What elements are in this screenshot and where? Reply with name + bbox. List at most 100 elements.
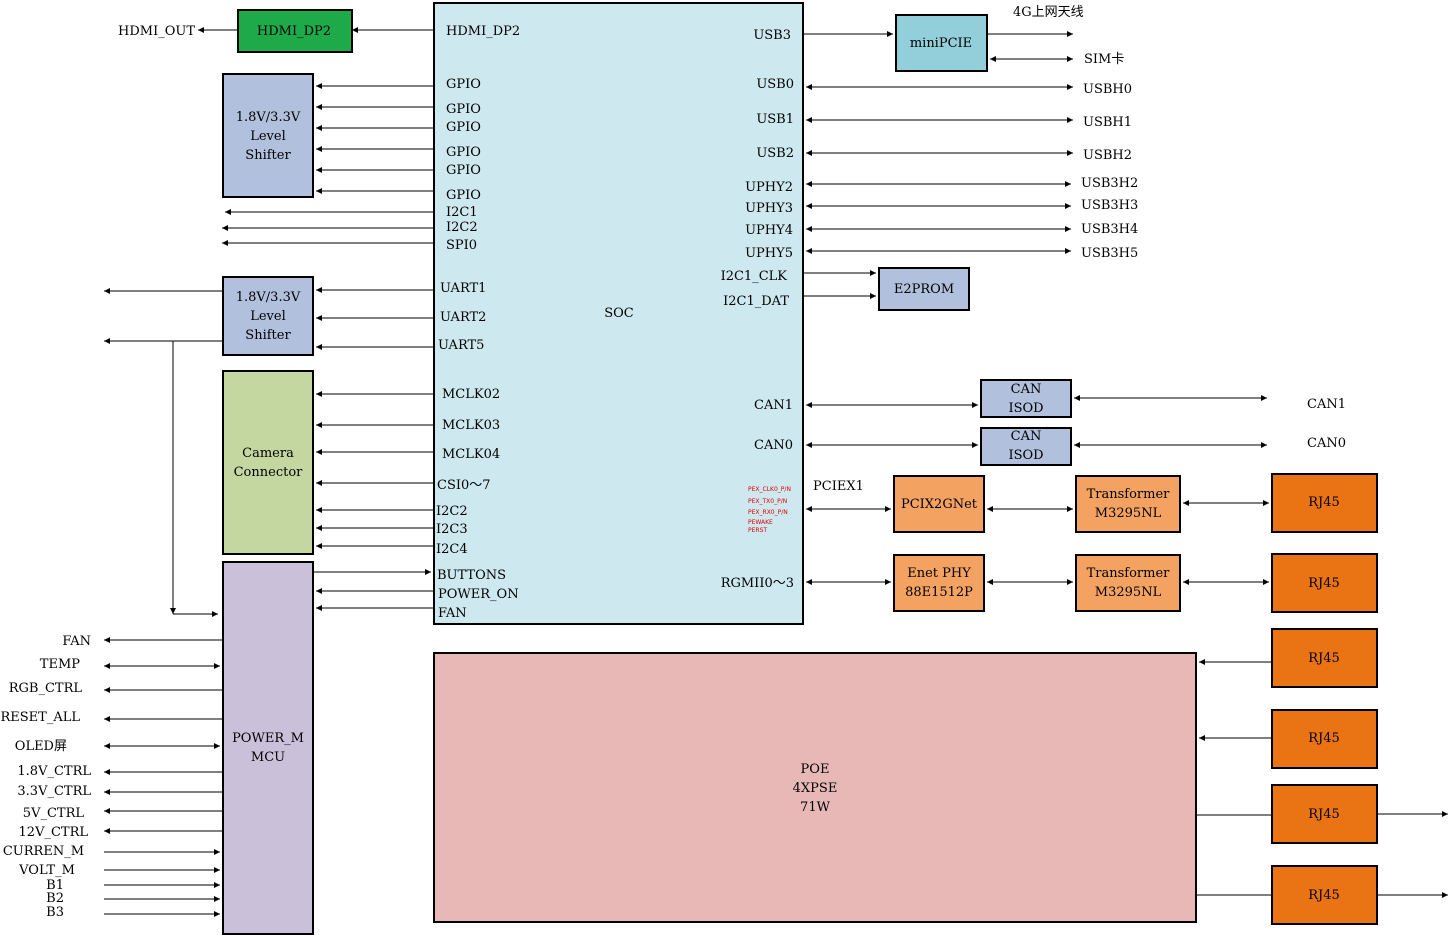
- soc-pin-uphy4: UPHY4: [745, 223, 793, 238]
- rj45-4-label: RJ45: [1308, 731, 1340, 746]
- soc-pin-usb1: USB1: [756, 112, 794, 127]
- level-shifter-2-line3: Shifter: [245, 328, 291, 343]
- soc-pin-can0: CAN0: [754, 438, 793, 453]
- soc-pin-gpio: GPIO: [446, 77, 481, 92]
- soc-pin-uart2: UART2: [440, 310, 486, 325]
- pcie-pin-clk: PEX_CLK0_P/N: [748, 486, 791, 493]
- e2prom-label: E2PROM: [894, 282, 954, 297]
- mcu-sig-curren-m: CURREN_M: [3, 844, 84, 859]
- transformer-2-line1: Transformer: [1087, 566, 1171, 581]
- ext-usb3h2: USB3H2: [1081, 176, 1138, 191]
- rj45-5-label: RJ45: [1308, 807, 1340, 822]
- mcu-sig-1v8-ctrl: 1.8V_CTRL: [17, 764, 91, 779]
- minipcie-block: [895, 14, 988, 72]
- pcie-pin-perst: PERST: [748, 527, 767, 534]
- soc-pin-mclk03: MCLK03: [442, 418, 500, 433]
- soc-pin-usb2: USB2: [756, 146, 794, 161]
- soc-pin-i2c2-cam: I2C2: [436, 504, 468, 519]
- rj45-1-label: RJ45: [1308, 495, 1340, 510]
- mcu-sig-temp: TEMP: [40, 657, 80, 672]
- ext-usbh1: USBH1: [1083, 115, 1132, 130]
- enet-phy-block: [893, 554, 985, 612]
- transformer-1-block: [1075, 475, 1181, 533]
- soc-pin-power-on: POWER_ON: [438, 587, 519, 602]
- transformer-1-line1: Transformer: [1087, 487, 1171, 502]
- soc-pin-mclk04: MCLK04: [442, 447, 500, 462]
- soc-pin-i2c1: I2C1: [446, 205, 478, 220]
- poe-line1: POE: [801, 762, 830, 777]
- soc-pin-uart5: UART5: [438, 338, 484, 353]
- ext-usbh0: USBH0: [1083, 82, 1132, 97]
- level-shifter-1-block: [222, 73, 314, 198]
- can1-isolator-line1: CAN: [1011, 382, 1042, 397]
- poe-line3: 71W: [800, 800, 831, 815]
- e2prom-block: [878, 267, 970, 311]
- soc-pin-buttons: BUTTONS: [437, 568, 506, 583]
- power-mcu-line2: MCU: [251, 750, 285, 765]
- soc-pin-uphy5: UPHY5: [745, 246, 793, 261]
- soc-pin-gpio: GPIO: [446, 102, 481, 117]
- soc-pin-hdmi-dp2: HDMI_DP2: [446, 24, 520, 39]
- hdmi-dp2-block: [237, 9, 353, 53]
- hdmi-dp2-label: HDMI_DP2: [257, 24, 331, 39]
- rj45-2-label: RJ45: [1308, 576, 1340, 591]
- soc-pin-uphy2: UPHY2: [745, 180, 793, 195]
- minipcie-label: miniPCIE: [910, 36, 972, 51]
- rj45-4-block: [1271, 709, 1378, 769]
- soc-pin-pciex1: PCIEX1: [813, 479, 864, 494]
- soc-block: [433, 2, 804, 625]
- soc-pin-uart1: UART1: [440, 281, 486, 296]
- soc-pin-i2c2: I2C2: [446, 220, 478, 235]
- soc-pin-can1: CAN1: [754, 398, 793, 413]
- ext-can1: CAN1: [1307, 397, 1346, 412]
- soc-pin-mclk02: MCLK02: [442, 387, 500, 402]
- mcu-sig-reset-all: RESET_ALL: [1, 710, 81, 725]
- mcu-sig-volt-m: VOLT_M: [18, 863, 75, 878]
- can1-isolator-line2: ISOD: [1008, 401, 1043, 416]
- level-shifter-2-line2: Level: [250, 309, 286, 324]
- can0-isolator-line2: ISOD: [1008, 448, 1043, 463]
- pcie-pin-pewake: PEWAKE: [748, 519, 773, 526]
- rj45-5-block: [1271, 784, 1378, 844]
- poe-line2: 4XPSE: [793, 781, 838, 796]
- soc-pin-fan: FAN: [438, 606, 467, 621]
- rj45-6-label: RJ45: [1308, 888, 1340, 903]
- mcu-sig-12v-ctrl: 12V_CTRL: [19, 825, 89, 840]
- soc-pin-gpio: GPIO: [446, 120, 481, 135]
- mcu-sig-oled: OLED屏: [15, 739, 67, 754]
- rj45-2-block: [1271, 553, 1378, 613]
- soc-pin-i2c1-clk: I2C1_CLK: [721, 269, 788, 284]
- camera-connector-line2: Connector: [234, 465, 304, 480]
- soc-pin-i2c3: I2C3: [436, 522, 468, 537]
- soc-pin-spi0: SPI0: [446, 238, 477, 253]
- soc-pin-i2c1-dat: I2C1_DAT: [723, 294, 789, 309]
- enet-phy-line2: 88E1512P: [905, 585, 973, 600]
- rj45-3-block: [1271, 628, 1378, 688]
- pcix2gnet-label: PCIX2GNet: [901, 497, 978, 512]
- ext-hdmi-out: HDMI_OUT: [118, 24, 195, 39]
- soc-pin-usb0: USB0: [756, 77, 794, 92]
- mcu-sig-fan: FAN: [62, 634, 91, 649]
- mcu-sig-b1: B1: [46, 878, 64, 893]
- soc-pin-uphy3: UPHY3: [745, 201, 793, 216]
- ext-usb3h5: USB3H5: [1081, 246, 1138, 261]
- pcix2gnet-block: [893, 475, 985, 533]
- soc-pin-i2c4: I2C4: [436, 542, 468, 557]
- camera-connector-line1: Camera: [242, 446, 294, 461]
- soc-pin-gpio: GPIO: [446, 163, 481, 178]
- rj45-3-label: RJ45: [1308, 651, 1340, 666]
- power-mcu-block: [222, 561, 314, 935]
- ext-sim-card: SIM卡: [1084, 52, 1124, 67]
- ext-4g-antenna: 4G上网天线: [1013, 5, 1084, 20]
- power-mcu-line1: POWER_M: [232, 731, 304, 746]
- soc-pin-rgmii: RGMII0～3: [721, 576, 794, 591]
- pcie-pin-tx: PEX_TX0_P/N: [748, 498, 787, 505]
- soc-pin-csi: CSI0～7: [437, 478, 491, 493]
- transformer-2-block: [1075, 554, 1181, 612]
- mcu-sig-3v3-ctrl: 3.3V_CTRL: [17, 784, 91, 799]
- mcu-sig-b3: B3: [46, 905, 64, 920]
- poe-block: [433, 652, 1197, 923]
- transformer-1-line2: M3295NL: [1095, 506, 1162, 521]
- ext-usb3h3: USB3H3: [1081, 198, 1138, 213]
